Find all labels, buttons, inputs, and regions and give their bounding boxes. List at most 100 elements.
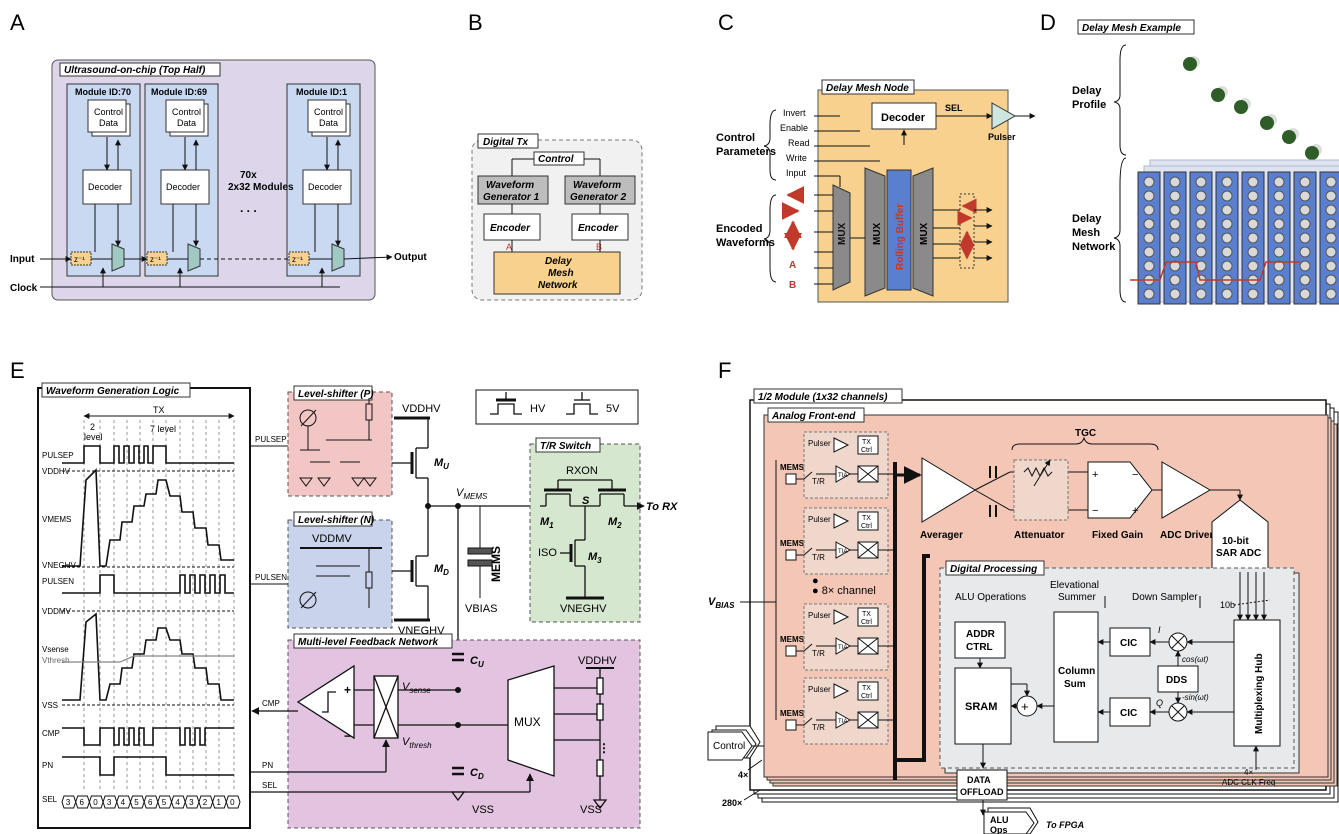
input-b: B (789, 280, 796, 291)
svg-text:Mesh: Mesh (1072, 227, 1100, 239)
mesh-node (1169, 204, 1181, 216)
svg-text:Generator 2: Generator 2 (570, 192, 627, 203)
mesh-node (1143, 204, 1155, 216)
mesh-node (1169, 246, 1181, 258)
pulser-ch (833, 513, 850, 529)
mesh-node (1221, 204, 1233, 216)
param-write: Write (786, 153, 807, 163)
tenb-label: 10b (1220, 600, 1235, 610)
mesh-node (1299, 218, 1311, 230)
mesh-node (1195, 190, 1207, 202)
averager (921, 457, 976, 523)
mux-e-label: MUX (514, 715, 541, 729)
tr-ch-label: T/R (812, 553, 825, 562)
svg-text:ADC CLK Freq: ADC CLK Freq (1222, 778, 1275, 787)
wg1-box (477, 175, 549, 205)
svg-text:Control: Control (314, 107, 343, 117)
mesh-node (1195, 288, 1207, 300)
decoder-c (871, 102, 937, 130)
mesh-node (1143, 232, 1155, 244)
sel-slot (184, 795, 200, 809)
mesh-node (1221, 218, 1233, 230)
sig-pulsep: PULSEP (42, 451, 74, 460)
mems-element (785, 473, 797, 485)
mems-ch-label: MEMS (780, 635, 805, 644)
mesh-node (1299, 274, 1311, 286)
mems-element (785, 719, 797, 731)
svg-text:SRAM: SRAM (965, 701, 997, 713)
dds (1157, 665, 1199, 693)
sel-value: 6 (80, 798, 85, 807)
half-module-title: 1/2 Module (1x32 channels) (758, 392, 888, 403)
pulser-ch-label: Pulser (808, 685, 831, 694)
mesh-node (1195, 204, 1207, 216)
svg-text:z⁻¹: z⁻¹ (150, 255, 161, 264)
svg-text:CTRL: CTRL (966, 642, 993, 653)
svg-text:z⁻¹: z⁻¹ (292, 255, 303, 264)
column-sum (1053, 611, 1099, 743)
decoder-c-label: Decoder (881, 112, 926, 124)
svg-text:Network: Network (538, 280, 578, 291)
sig-vmems: VMEMS (42, 515, 71, 524)
panel-c: C Delay Mesh Node Invert Enable Read Wri… (716, 10, 1036, 303)
sin-label: -sin(ωt) (1182, 693, 1209, 702)
wave-pn (62, 756, 234, 776)
cic-q (1109, 697, 1151, 727)
decoder-70-label: Decoder (88, 182, 122, 192)
mesh-node (1273, 288, 1285, 300)
mesh-node (1273, 246, 1285, 258)
param-read: Read (788, 138, 810, 148)
seven-level: 7 level (150, 424, 176, 434)
mesh-node (1169, 176, 1181, 188)
ls-n-title: Level-shifter (N) (298, 515, 375, 526)
tr-vneghv: VNEGHV (560, 603, 607, 615)
alu-ops-out (983, 811, 1035, 834)
vss-left: VSS (472, 804, 494, 816)
tx-ctrl-label: TX (862, 439, 871, 446)
tr-ch-label: T/R (812, 723, 825, 732)
sel-slot (212, 795, 227, 809)
svg-text:. . .: . . . (240, 201, 257, 215)
svg-text:Control: Control (172, 107, 201, 117)
panel-a-letter: A (10, 10, 25, 35)
sel-slot (88, 795, 104, 809)
mesh-node (1143, 190, 1155, 202)
mesh-node (1221, 260, 1233, 272)
addr-ctrl (954, 621, 1006, 659)
svg-text:SAR ADC: SAR ADC (1216, 548, 1261, 559)
mu-label: MU (434, 457, 449, 471)
uoc-title: Ultrasound-on-chip (Top Half) (64, 65, 206, 76)
mesh-node (1169, 274, 1181, 286)
svg-text:ADDR: ADDR (966, 629, 996, 640)
pulser-ch (833, 609, 850, 625)
channel-wires (796, 547, 895, 556)
mesh-node (1221, 176, 1233, 188)
control-data-70: Control (94, 107, 123, 117)
mesh-node (1247, 232, 1259, 244)
cos-label: cos(ωt) (1182, 655, 1209, 664)
sel-value: 5 (134, 798, 139, 807)
vddhv-fb: VDDHV (578, 655, 617, 667)
cmp-out: CMP (262, 699, 280, 708)
sar-adc (1211, 499, 1269, 573)
mux-a1 (111, 243, 125, 272)
sel-value: 4 (121, 798, 126, 807)
sig-pulsen: PULSEN (42, 577, 74, 586)
mesh-node (1299, 176, 1311, 188)
sel-value: 3 (189, 798, 194, 807)
mesh-node (1325, 246, 1337, 258)
svg-text:−: − (1092, 505, 1098, 517)
level-shifter-p (287, 391, 393, 497)
mesh-node (1325, 218, 1337, 230)
tgc-label: TGC (1075, 428, 1096, 439)
channel-wires (796, 717, 895, 726)
mesh-node (1221, 246, 1233, 258)
sel-slot (198, 795, 214, 809)
sig-vddmv: VDDMV (42, 607, 72, 616)
panel-e: E Waveform Generation Logic TX 2 level 7… (10, 358, 678, 829)
svg-text:+: + (1132, 505, 1138, 517)
sel-slot (225, 795, 241, 809)
panel-b: B Digital Tx Control Waveform Generator … (468, 10, 643, 301)
control-f-label: Control (713, 741, 745, 752)
